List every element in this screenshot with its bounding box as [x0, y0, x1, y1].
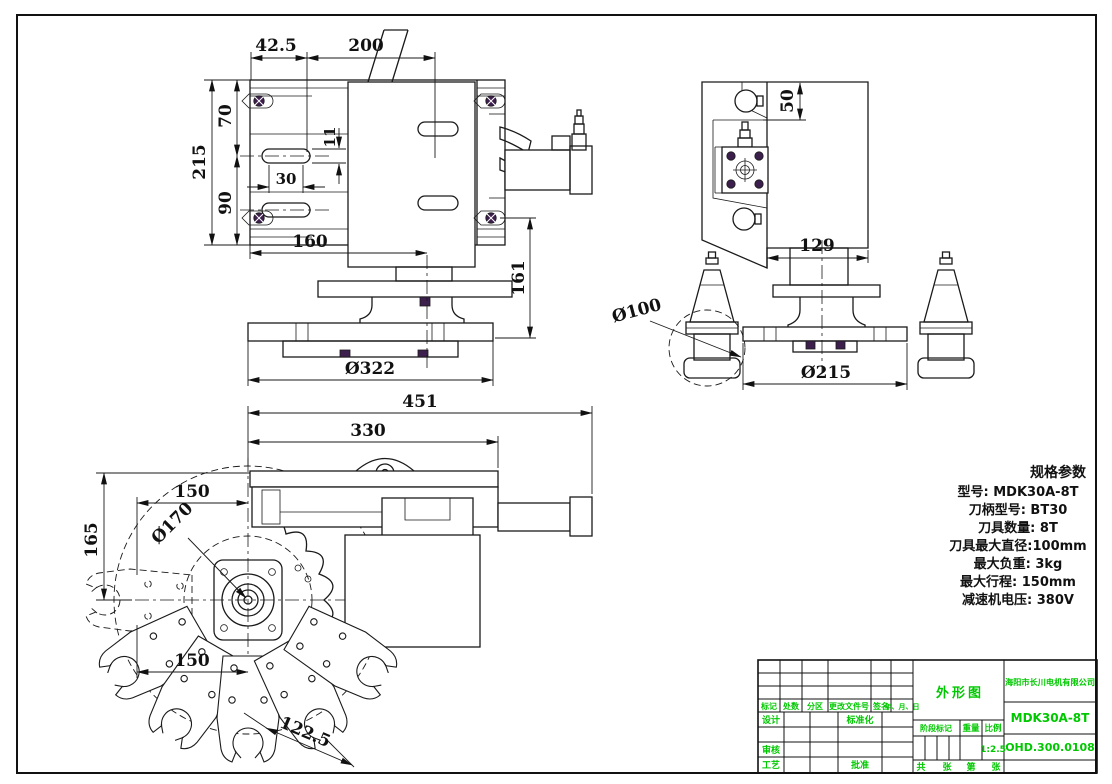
- dim-front-11: 11: [321, 127, 339, 148]
- dim-front-90: 90: [216, 191, 236, 215]
- front-view: 42.5 200 215 70 90 30 11 160 161 Ø322: [190, 29, 593, 386]
- spec-model: 型号: MDK30A-8T: [958, 484, 1079, 500]
- tb-rev-doc: 更改文件号: [829, 701, 869, 711]
- tb-craft: 工艺: [762, 759, 780, 771]
- spec-title: 规格参数: [1030, 464, 1087, 481]
- tb-sheet-total-label: 共: [916, 761, 925, 773]
- tb-check: 审核: [762, 744, 780, 756]
- tb-rev-sign: 签名: [872, 701, 889, 711]
- tb-design: 设计: [762, 714, 780, 726]
- dim-front-215: 215: [190, 144, 210, 180]
- tb-scale-value: 1:2.5: [980, 745, 1006, 755]
- spec-holder: 刀柄型号: BT30: [969, 502, 1068, 518]
- tool-detail-circle: [668, 309, 746, 387]
- tb-approve: 批准: [851, 759, 869, 771]
- title-block: 标记 处数 分区 更改文件号 签名 年、月、日 设计 标准化 审核 工艺 批准 …: [757, 659, 1098, 774]
- dim-front-42-5: 42.5: [255, 36, 296, 56]
- dim-plan-330: 330: [350, 421, 386, 441]
- tb-company: 海阳市长川电机有限公司: [1005, 677, 1095, 687]
- tb-rev-zone: 分区: [807, 701, 823, 711]
- dim-side-tool-dia: Ø100: [610, 295, 664, 327]
- tb-sheet-unit1: 张: [942, 761, 952, 773]
- tb-rev-count: 处数: [782, 701, 800, 711]
- tb-rev-mark: 标记: [760, 701, 777, 711]
- sheet-border: [16, 14, 1097, 774]
- tb-stage-label: 阶段标记: [920, 723, 952, 733]
- tb-model: MDK30A-8T: [1011, 711, 1091, 725]
- spec-max-load: 最大负重: 3kg: [974, 556, 1063, 572]
- spec-voltage: 减速机电压: 380V: [962, 592, 1074, 608]
- dim-front-160: 160: [292, 232, 328, 252]
- dim-plan-150-bot: 150: [174, 651, 210, 671]
- dim-front-200: 200: [348, 36, 384, 56]
- tb-drawing-name: 外形图: [935, 685, 984, 701]
- dim-side-129: 129: [799, 236, 835, 256]
- spec-tool-count: 刀具数量: 8T: [978, 520, 1058, 536]
- side-view: 50 129 Ø100 Ø215: [610, 81, 975, 390]
- dim-plan-451: 451: [402, 392, 438, 412]
- dim-plan-disc-dia: Ø170: [148, 498, 198, 548]
- plan-motor-box: [344, 534, 481, 648]
- tb-rev-date: 年、月、日: [885, 702, 920, 711]
- tb-sheet-unit2: 张: [991, 761, 1001, 773]
- spec-max-dia: 刀具最大直径:100mm: [949, 538, 1086, 554]
- tb-sheet-no-label: 第: [966, 761, 975, 773]
- tb-code: OHD.300.0108: [1005, 741, 1095, 754]
- plan-view: 451 330 165 150 150 Ø170 122.5: [82, 392, 593, 768]
- spec-panel: 规格参数 型号: MDK30A-8T 刀柄型号: BT30 刀具数量: 8T 刀…: [949, 464, 1087, 608]
- dim-plan-150-top: 150: [174, 482, 210, 502]
- tb-weight-label: 重量: [962, 723, 980, 734]
- dim-front-161: 161: [509, 260, 529, 296]
- dim-plan-165: 165: [82, 522, 102, 558]
- dim-side-flange-dia: Ø215: [801, 363, 851, 383]
- dim-front-70: 70: [216, 104, 236, 128]
- spec-max-stroke: 最大行程: 150mm: [960, 574, 1076, 590]
- dim-front-base-dia: Ø322: [345, 359, 395, 379]
- tb-standardize: 标准化: [845, 714, 873, 726]
- dim-side-50: 50: [778, 89, 798, 113]
- dim-front-30: 30: [276, 170, 297, 188]
- tb-scale-label: 比例: [984, 723, 1002, 734]
